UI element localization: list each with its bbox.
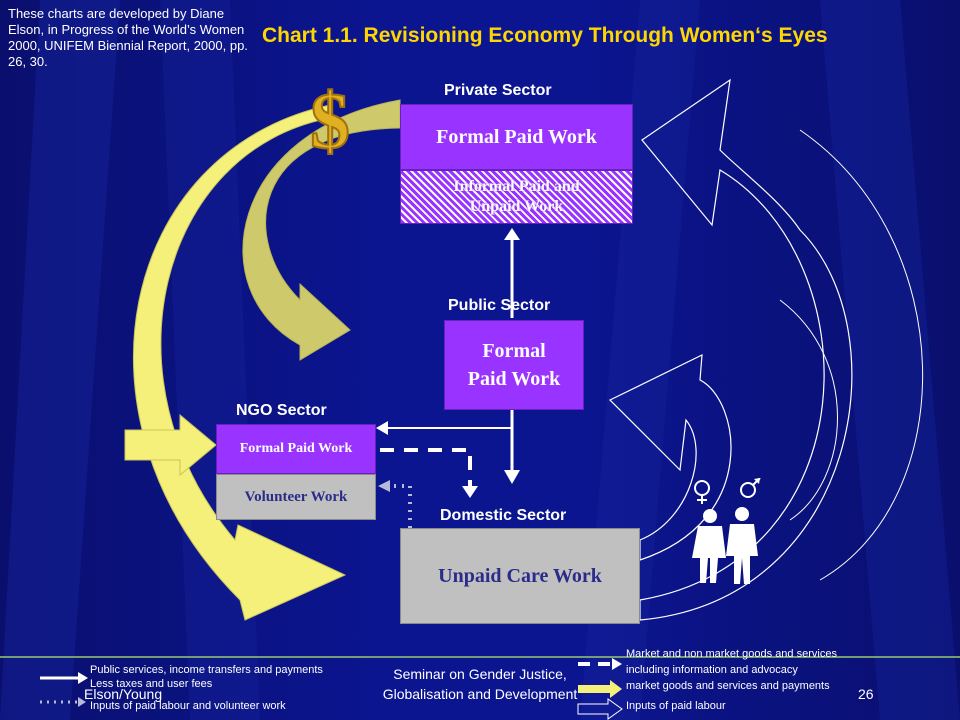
- female-male-figures-icon: [692, 478, 761, 584]
- public-formal-line2: Paid Work: [467, 368, 561, 390]
- source-note: These charts are developed by Diane Elso…: [8, 6, 248, 69]
- arrow-public-to-private: [504, 228, 520, 240]
- domestic-sector-label: Domestic Sector: [440, 507, 567, 524]
- footer-seminar-line1: Seminar on Gender Justice,: [393, 666, 567, 682]
- arrow-public-to-ngo: [376, 421, 388, 435]
- ngo-formal-label: Formal Paid Work: [239, 441, 353, 456]
- dotted-domestic-to-ngo: [388, 484, 412, 528]
- unpaid-care-work-box: Unpaid Care Work: [400, 528, 640, 624]
- yellow-arrow-to-ngo: [124, 413, 217, 477]
- chart-title: Chart 1.1. Revisioning Economy Through W…: [262, 24, 828, 47]
- informal-work-line2: Unpaid Work: [469, 198, 564, 215]
- informal-work-line1: Informal Paid and: [453, 178, 580, 195]
- dollar-sign-icon: $: [309, 77, 351, 166]
- footer-page-number: 26: [858, 686, 874, 702]
- legend-item-public-services: Public services, income transfers and pa…: [90, 664, 323, 676]
- legend-item-market-nonmarket: Market and non market goods and services: [626, 648, 837, 660]
- legend-right-symbols: [577, 658, 623, 720]
- legend-item-information-advocacy: including information and advocacy: [626, 664, 798, 676]
- private-formal-paid-work-label: Formal Paid Work: [436, 125, 597, 148]
- svg-text:$: $: [310, 78, 350, 166]
- legend-item-inputs-paid-volunteer: Inputs of paid labour and volunteer work: [90, 700, 286, 712]
- legend-item-market-goods-payments: market goods and services and payments: [626, 680, 830, 692]
- yellow-arc-to-domestic: [133, 104, 347, 621]
- arrow-public-to-domestic: [504, 470, 520, 484]
- footer-seminar-line2: Globalisation and Development: [382, 686, 578, 702]
- public-formal-line1: Formal: [482, 340, 546, 362]
- private-formal-paid-work-box: Formal Paid Work: [400, 104, 633, 170]
- volunteer-work-label: Volunteer Work: [244, 488, 348, 505]
- legend-item-inputs-paid-labour: Inputs of paid labour: [626, 700, 726, 712]
- volunteer-work-box: Volunteer Work: [216, 474, 376, 520]
- ngo-sector-label: NGO Sector: [236, 402, 327, 419]
- hollow-arc-inner: [608, 353, 732, 561]
- unpaid-care-work-label: Unpaid Care Work: [438, 564, 602, 587]
- legend-item-less-taxes: Less taxes and user fees: [90, 678, 213, 690]
- hollow-arc-outer: [639, 78, 853, 621]
- dashed-ngo-to-domestic: [380, 448, 472, 488]
- public-sector-label: Public Sector: [448, 297, 551, 314]
- private-sector-label: Private Sector: [444, 82, 552, 99]
- footer-author: Elson/Young: [84, 686, 163, 702]
- yellow-arc-to-public: [242, 99, 401, 361]
- footer-divider: [0, 656, 960, 658]
- public-formal-paid-work-box: Formal Paid Work: [444, 320, 584, 410]
- hollow-arc-mid: [779, 299, 838, 521]
- informal-paid-unpaid-work-box: Informal Paid and Unpaid Work: [400, 170, 633, 224]
- hollow-arc-outermost: [799, 129, 924, 581]
- legend-left-symbols: [40, 672, 88, 707]
- ngo-formal-paid-work-box: Formal Paid Work: [216, 424, 376, 474]
